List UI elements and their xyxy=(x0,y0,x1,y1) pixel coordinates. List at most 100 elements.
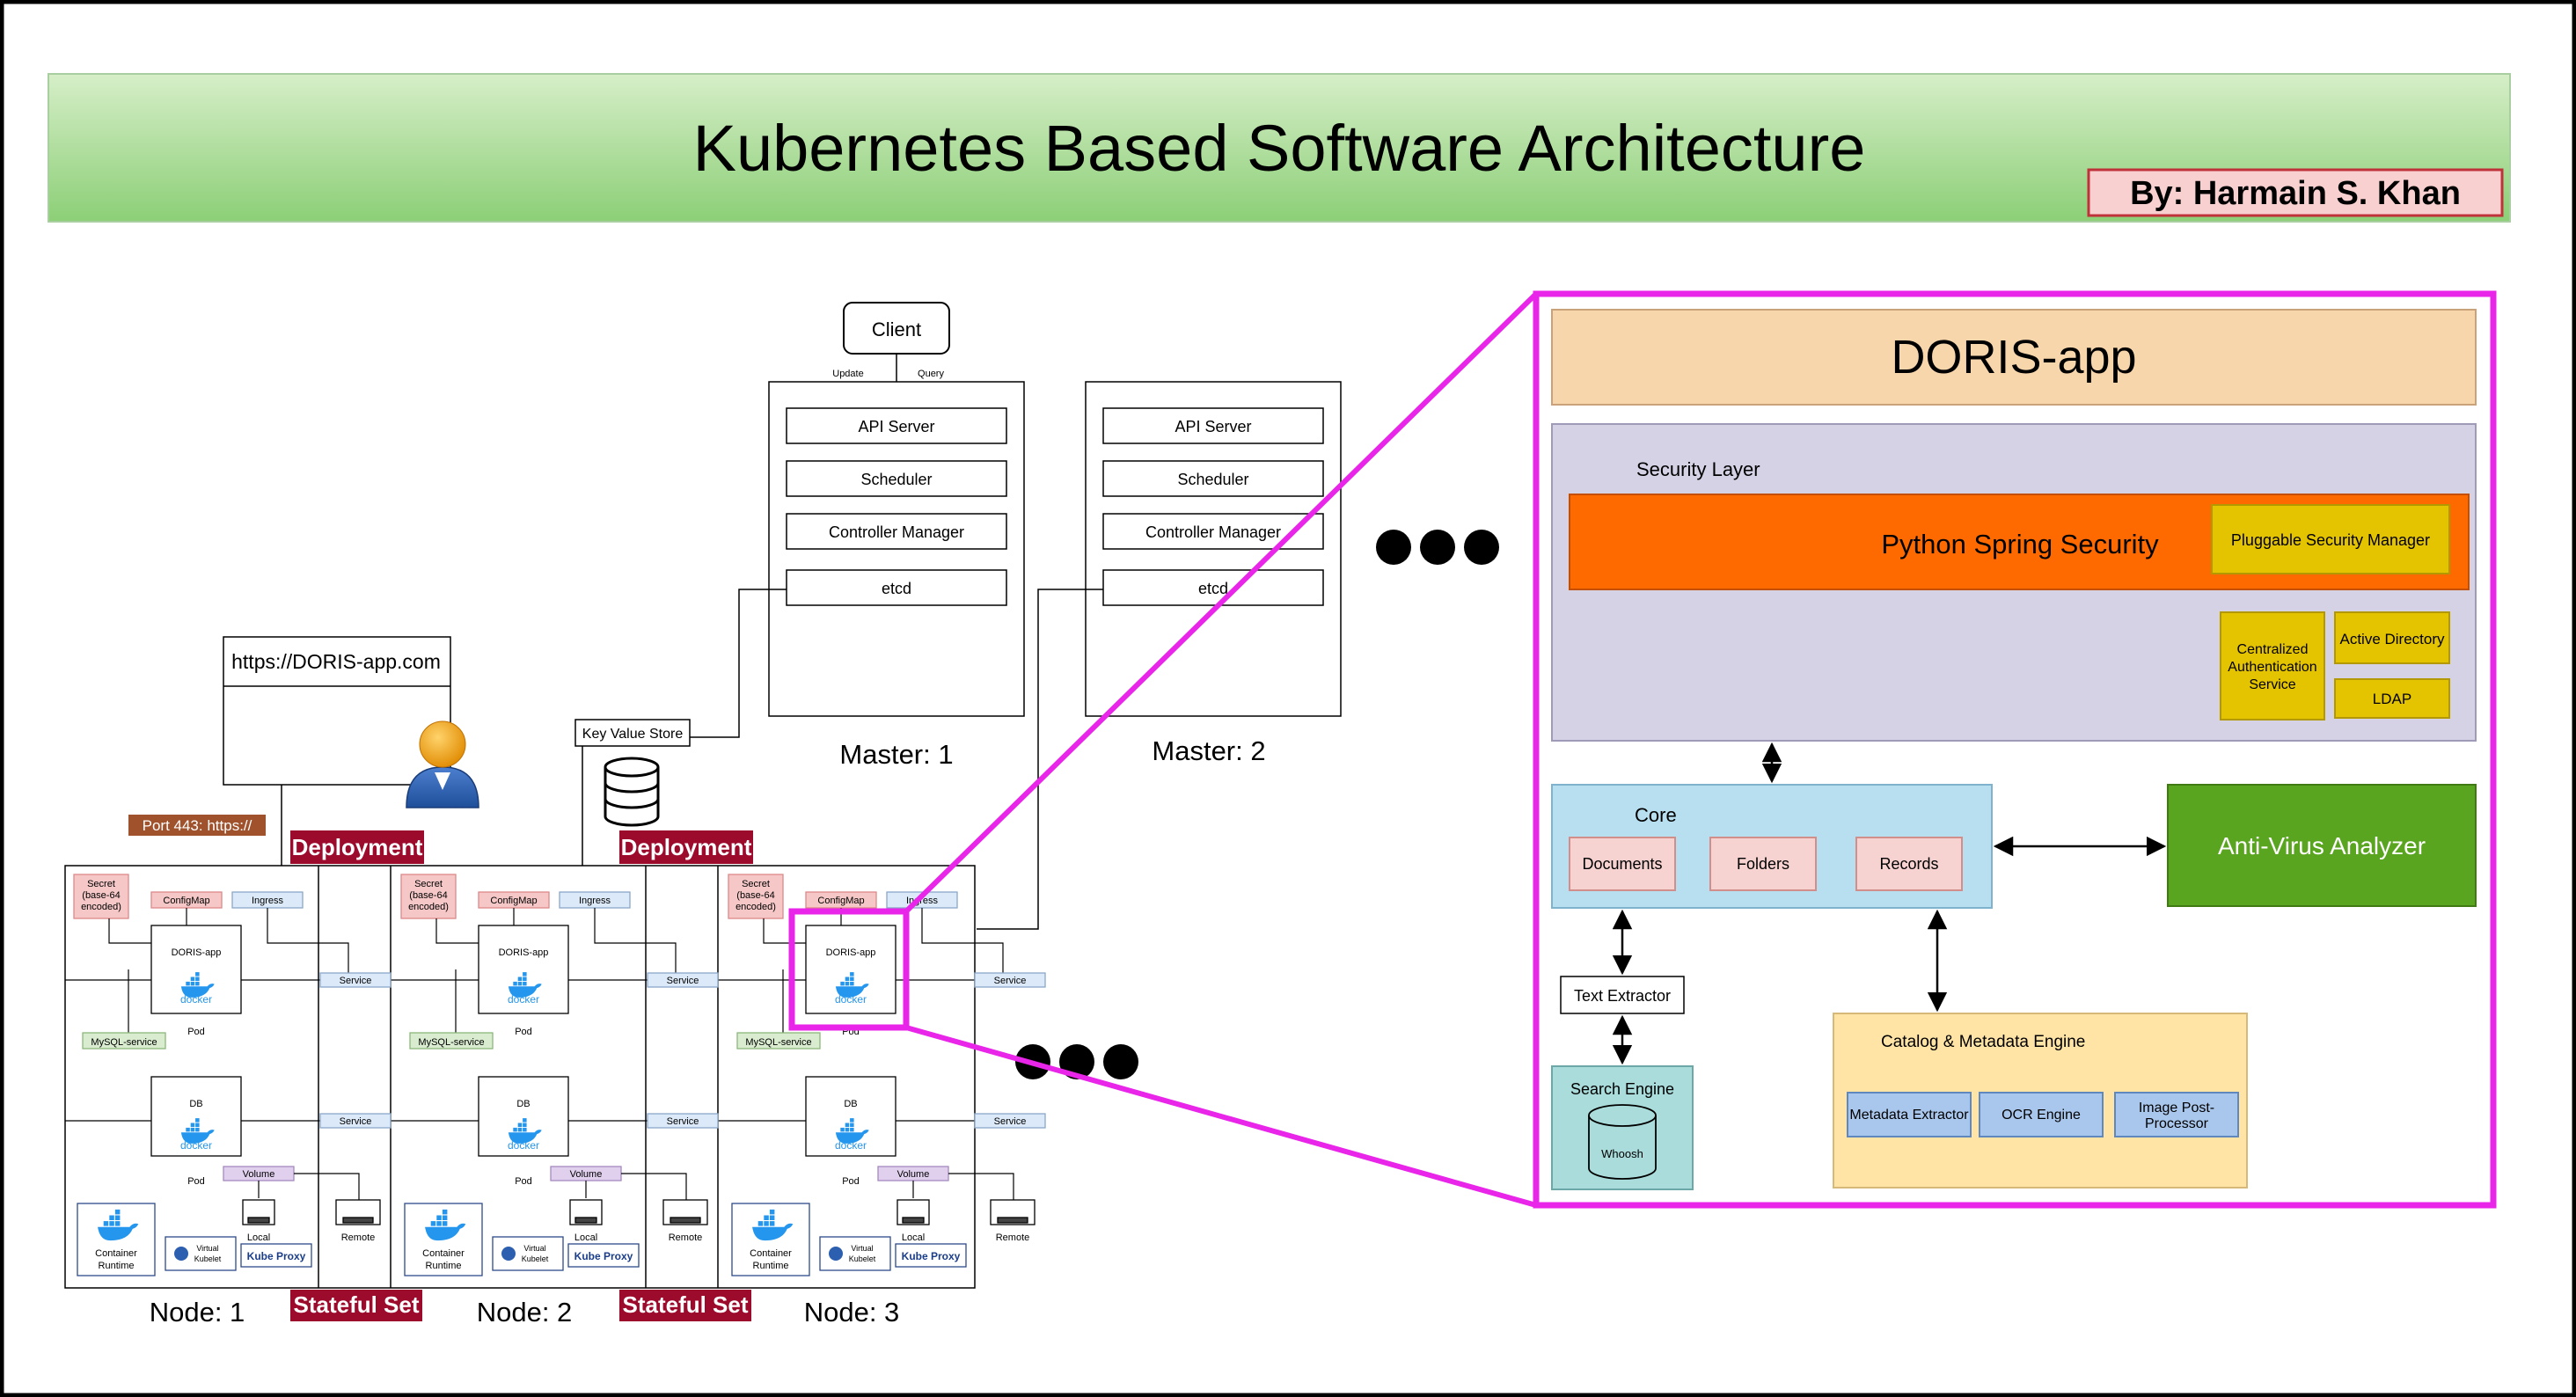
deployment-badge-2-label: Deployment xyxy=(621,834,752,860)
port-label: Port 443: https:// xyxy=(143,817,252,834)
node-2-service-lower xyxy=(647,1113,719,1129)
image-post-processor-line-1: Image Post- xyxy=(2139,1101,2214,1115)
master-1-etcd xyxy=(786,569,1007,606)
image-post-processor-box xyxy=(2114,1092,2239,1137)
node-1-doris-app-docker-label: docker xyxy=(180,993,212,1006)
page-title: Kubernetes Based Software Architecture xyxy=(693,112,1866,185)
node-2-kube-proxy-label: Kube Proxy xyxy=(574,1250,633,1262)
node-1-db-docker-label: docker xyxy=(180,1139,212,1152)
node-2-service-lower-label: Service xyxy=(667,1116,699,1127)
folders-box xyxy=(1709,837,1817,891)
stateful-set-badge-2-label: Stateful Set xyxy=(622,1291,748,1318)
metadata-extractor-label: Metadata Extractor xyxy=(1849,1108,1969,1123)
node-2-remote-disk-slot xyxy=(670,1217,701,1224)
core-label: Core xyxy=(1635,804,1677,826)
node-1-kube-proxy xyxy=(240,1243,312,1268)
node-2-ingress-link xyxy=(594,908,677,973)
etcd-2-to-node-link xyxy=(977,589,1103,930)
deployment-badge-1 xyxy=(290,830,424,864)
node-3-kube-proxy-label: Kube Proxy xyxy=(902,1250,961,1262)
documents-label: Documents xyxy=(1582,855,1662,873)
whoosh-label: Whoosh xyxy=(1601,1147,1643,1160)
active-directory-label: Active Directory xyxy=(2339,631,2445,647)
node-1-service-upper-label: Service xyxy=(340,976,372,986)
node-1-db-label: DB xyxy=(189,1099,202,1109)
node-2-db-label: DB xyxy=(516,1099,530,1109)
node-3-ingress-link xyxy=(921,908,1004,973)
query-label: Query xyxy=(918,369,944,379)
node-1-virtual-kubelet-line-1: Virtual xyxy=(196,1244,218,1253)
node-2-container-runtime-line-2: Runtime xyxy=(426,1261,462,1271)
master-2-controller-manager xyxy=(1102,513,1324,550)
node-1-volume-remote-link xyxy=(294,1173,360,1200)
node-2-configmap-label: ConfigMap xyxy=(490,896,537,906)
node-1-doris-app-pod-label: Pod xyxy=(187,1027,205,1037)
node-3-kubelet-icon xyxy=(829,1247,843,1261)
key-value-store-box xyxy=(574,719,691,747)
node-1-secret-line-1: Secret xyxy=(87,879,115,889)
centralized-auth-line-3: Service xyxy=(2249,677,2295,692)
stateful-set-badge-2 xyxy=(619,1290,751,1321)
node-2-mysql-service xyxy=(409,1032,494,1050)
node-2-kube-proxy xyxy=(567,1243,640,1268)
metadata-extractor-box xyxy=(1847,1092,1972,1137)
master-1-label: Master: 1 xyxy=(839,739,953,770)
node-3-doris-app-label: DORIS-app xyxy=(826,947,876,958)
node-2-db-docker-label: docker xyxy=(508,1139,539,1152)
etcd-to-kvstore-link xyxy=(690,589,787,738)
master-1-scheduler xyxy=(786,460,1007,497)
node-1-service-upper xyxy=(319,972,392,988)
node-2-virtual-kubelet-line-1: Virtual xyxy=(523,1244,545,1253)
node-3-secret-line-1: Secret xyxy=(742,879,770,889)
python-spring-security-label: Python Spring Security xyxy=(1881,529,2159,560)
node-1-secret-line-3: encoded) xyxy=(81,902,121,912)
node-2-secret-line-2: (base-64 xyxy=(409,890,447,901)
doris-header xyxy=(1551,309,2477,406)
node-2-db-pod-label: Pod xyxy=(515,1176,532,1187)
node-2-doris-app-docker-label: docker xyxy=(508,993,539,1006)
ocr-engine-label: OCR Engine xyxy=(2002,1108,2081,1123)
node-1-ingress-link xyxy=(267,908,349,973)
more-masters-ellipsis xyxy=(1376,530,1499,565)
node-3-local-disk-slot xyxy=(902,1217,925,1224)
master-2-api-server xyxy=(1102,407,1324,444)
documents-box xyxy=(1569,837,1676,891)
node-1-container-runtime-line-2: Runtime xyxy=(99,1261,135,1271)
master-1: API Server Scheduler Controller Manager … xyxy=(768,381,1025,770)
deployment-badge-1-label: Deployment xyxy=(292,834,423,860)
master-2-controller-manager-label: Controller Manager xyxy=(1145,523,1281,541)
node-3-service-lower-label: Service xyxy=(994,1116,1027,1127)
zoom-line-bottom xyxy=(905,1025,1537,1208)
node-3-remote-label: Remote xyxy=(996,1232,1030,1243)
ocr-engine-box xyxy=(1979,1092,2104,1137)
node-2-secret-line-3: encoded) xyxy=(408,902,449,912)
text-extractor-box xyxy=(1560,976,1685,1014)
ldap-label: LDAP xyxy=(2373,691,2411,707)
highlight-box xyxy=(788,908,910,1031)
node-3-mysql-service-label: MySQL-service xyxy=(745,1037,811,1048)
node-3-mysql-service xyxy=(736,1032,821,1050)
stateful-set-badge-1 xyxy=(290,1290,422,1321)
master-2-etcd-label: etcd xyxy=(1198,580,1228,597)
pluggable-security-manager xyxy=(2211,504,2450,574)
node-1-virtual-kubelet-line-2: Kubelet xyxy=(194,1254,222,1263)
master-1-etcd-label: etcd xyxy=(882,580,911,597)
node-1-service-lower xyxy=(319,1113,392,1129)
zoom-line-top xyxy=(904,291,1539,914)
node-2-kubelet-icon xyxy=(501,1247,516,1261)
node-1-remote-disk-slot xyxy=(342,1217,374,1224)
search-engine-label: Search Engine xyxy=(1570,1080,1674,1098)
key-value-store-label: Key Value Store xyxy=(582,727,684,742)
node-3-service-upper xyxy=(974,972,1046,988)
node-2-container-runtime-line-1: Container xyxy=(422,1248,465,1259)
node-3-remote-disk-slot xyxy=(997,1217,1028,1224)
node-3-service-upper-label: Service xyxy=(994,976,1027,986)
master-1-api-server-label: API Server xyxy=(858,418,934,435)
port-badge xyxy=(128,815,266,836)
node-1-secret xyxy=(73,874,129,919)
ldap xyxy=(2334,678,2450,719)
master-2-label: Master: 2 xyxy=(1152,735,1265,766)
